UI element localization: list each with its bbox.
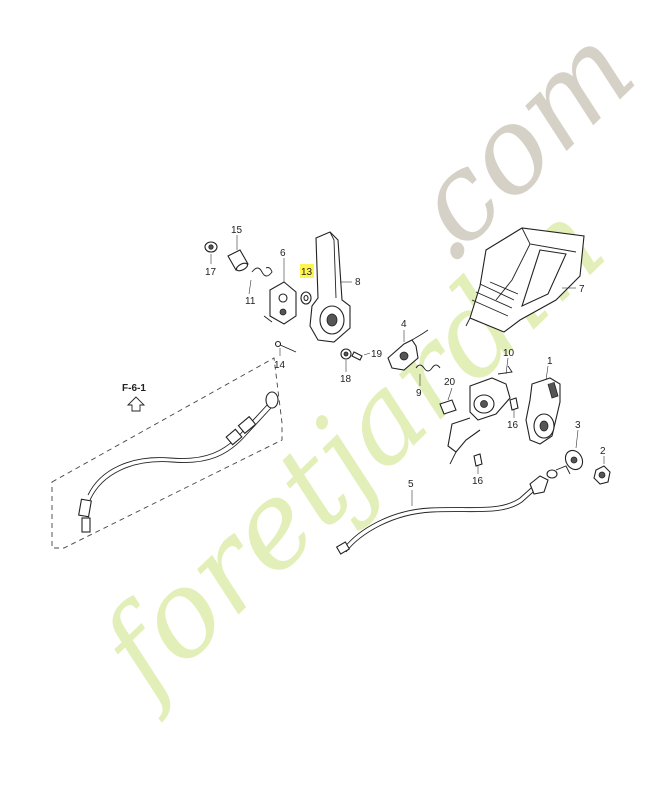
callout-4: 4: [401, 319, 407, 330]
callout-5: 5: [408, 479, 414, 490]
part-19-bolt: [351, 351, 371, 361]
callout-2: 2: [600, 446, 606, 457]
callout-3: 3: [575, 420, 581, 431]
part-10-bracket: [447, 357, 513, 465]
callout-11: 11: [245, 296, 256, 307]
part-7-cover: [465, 227, 585, 333]
watermark: foretjardin . com: [68, 0, 652, 726]
callout-15: 15: [231, 225, 243, 236]
part-20-bolt: [439, 387, 457, 415]
part-5-cable: [335, 465, 571, 555]
part-18-nut: [340, 348, 352, 372]
callout-18: 18: [340, 374, 352, 385]
callout-8: 8: [355, 277, 361, 288]
part-11-spring: [248, 267, 273, 295]
callout-1: 1: [547, 356, 553, 367]
callout-19: 19: [371, 349, 383, 360]
callout-14: 14: [274, 360, 286, 371]
part-3-knob: [564, 429, 584, 471]
cable-subassembly: [51, 357, 283, 549]
part-13-washer: [300, 291, 312, 305]
part-15-collar: [227, 235, 249, 272]
reference-label: F-6-1: [122, 383, 146, 394]
up-arrow-icon: [126, 396, 146, 412]
part-9-spring: [415, 364, 441, 386]
callout-9: 9: [416, 388, 422, 399]
callout-labels: 1 2 3 4 5 6 7 8 9 10 11 13 14 15 16 16 1…: [205, 225, 606, 490]
dashed-boundary: [51, 357, 283, 549]
cable-eye-end: [265, 391, 279, 409]
part-16a-screw: [509, 397, 519, 418]
cable-adjuster: [237, 415, 257, 435]
callout-6: 6: [280, 248, 286, 259]
highlight-marker: [300, 264, 314, 278]
callout-16a: 16: [507, 420, 519, 431]
part-6-plate: [263, 258, 297, 325]
cable-end-tip: [81, 517, 91, 533]
reference-callout: F-6-1: [122, 383, 146, 412]
part-2-nut: [593, 456, 611, 485]
cable-end-fitting: [78, 498, 92, 518]
part-1-switch: [525, 365, 561, 445]
part-17-nut: [204, 241, 218, 264]
callout-17: 17: [205, 267, 217, 278]
part-14-pin: [274, 340, 297, 356]
callout-16b: 16: [472, 476, 484, 487]
callout-20: 20: [444, 377, 456, 388]
callout-7: 7: [579, 284, 585, 295]
inner-cable: [87, 403, 269, 496]
cable-sleeve: [225, 428, 243, 446]
callout-10: 10: [503, 348, 515, 359]
callout-13: 13: [301, 267, 313, 278]
inner-cable-edge: [89, 407, 272, 501]
part-16b-screw: [473, 453, 483, 474]
part-4-cam: [387, 329, 429, 371]
part-8-lever: [309, 231, 352, 343]
